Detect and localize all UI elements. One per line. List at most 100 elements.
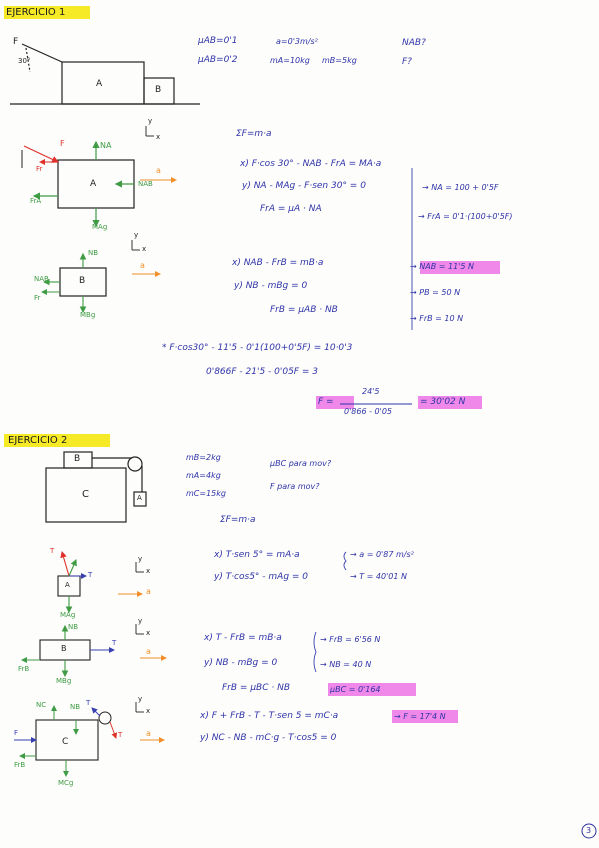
ex1-fbd-a-f: F (60, 139, 65, 148)
ex2-fbd-b-nb: NB (68, 623, 79, 631)
ex2-res-mubc: μBC = 0'164 (330, 685, 381, 694)
ex1-eq-b-fr: FrB = μAB · NB (270, 305, 338, 315)
ex1-fbd-a-fr: Fr (36, 165, 43, 173)
ex2-eq-c-y: y) NC - NB - mC·g - T·cos5 = 0 (200, 733, 337, 743)
ex1-fig-force-label: F (13, 37, 19, 47)
ex2-eq-a-x: x) T·sen 5° = mA·a (214, 550, 300, 560)
ex1-given-0: μAB=0'1 (198, 36, 238, 46)
ex1-fbd-b-accel: a (140, 261, 145, 270)
ex1-given-2: NAB? (402, 38, 426, 48)
ex2-fbd-c-block: C (62, 737, 69, 747)
highlight-f1 (316, 396, 354, 409)
ex1-eq-a-y: y) NA - MAg - F·sen 30° = 0 (242, 181, 366, 191)
ex2-fbd-b-block: B (61, 644, 67, 653)
ex2-res-f: → F = 17'4 N (394, 712, 446, 721)
ex1-newton: ΣF=m·a (236, 129, 272, 139)
ex2-block-c-label: C (82, 489, 89, 500)
ex2-fbd-c-nc: NC (36, 701, 47, 709)
ex2-given-4: F para mov? (270, 482, 320, 491)
ex2-res-t: → T = 40'01 N (350, 572, 408, 581)
ex1-fbd-b (41, 240, 161, 314)
ex2-fbd-b (21, 624, 167, 678)
ex2-fbd-a-block: A (65, 581, 70, 589)
ex2-given-1: mA=4kg (186, 471, 221, 480)
ex2-eq-a-y: y) T·cos5° - mAg = 0 (214, 572, 309, 582)
ex2-given-2: mC=15kg (186, 489, 226, 498)
ex2-fbd-a-t: T (50, 547, 55, 555)
ex1-axis-y-2: y (134, 231, 139, 239)
ex2-given-3: μBC para mov? (270, 459, 332, 468)
ex2-axis-x-3: x (146, 707, 151, 715)
ex2-given-0: mB=2kg (186, 453, 221, 462)
ex2-res-a: → a = 0'87 m/s² (350, 550, 414, 559)
ex2-eq-b-y: y) NB - mBg = 0 (204, 658, 278, 668)
ex2-fbd-c-t2: T (118, 731, 123, 739)
ex1-final-den: 0'866 - 0'05 (344, 407, 392, 416)
ex2-fbd-b-fr: FrB (18, 665, 30, 673)
ex2-fbd-c-frb: FrB (14, 761, 26, 769)
ex1-fbd-a (21, 126, 177, 228)
ex1-res-na: → NA = 100 + 0'5F (422, 183, 499, 192)
ex2-fbd-a-t2: T (88, 571, 93, 579)
ex1-axis-x-1: x (156, 133, 161, 141)
ex2-fbd-a-accel: a (146, 587, 151, 596)
highlight-f2 (392, 710, 458, 723)
title-exercise-2: EJERCICIO 2 (8, 435, 68, 446)
ex1-axis-x-2: x (142, 245, 147, 253)
ex2-eq-b-fr: FrB = μBC · NB (222, 683, 290, 693)
ex2-fbd-c-nb: NB (70, 703, 81, 711)
ex2-axis-x-2: x (146, 629, 151, 637)
ex1-fbd-b-nb: NB (88, 249, 99, 257)
ex1-fbd-a-block: A (90, 179, 97, 189)
ex2-axis-y-3: y (138, 695, 143, 703)
ex1-fbd-b-mbg: MBg (80, 311, 96, 319)
ex2-fbd-c-mcg: MCg (58, 779, 74, 787)
ex1-figure (10, 43, 200, 105)
ex1-fig-angle-label: 30° (18, 57, 31, 65)
ex2-fbd-b-t: T (112, 639, 117, 647)
ex1-solution-1: * F·cos30° - 11'5 - 0'1(100+0'5F) = 10·0… (162, 343, 353, 353)
ex2-block-b-label: B (74, 454, 81, 464)
ex2-res-nb: → NB = 40 N (320, 660, 372, 669)
ex1-given-3: μAB=0'2 (198, 55, 238, 65)
ex2-fbd-c-accel: a (146, 729, 151, 738)
page-number: 3 (586, 826, 592, 835)
title-highlight-1 (4, 6, 90, 19)
ex1-given-6: F? (402, 57, 412, 67)
ex2-fbd-b-mbg: MBg (56, 677, 72, 685)
ex1-eq-a-fr: FrA = μA · NA (260, 204, 322, 214)
ex2-axis-y-2: y (138, 617, 143, 625)
ex1-fbd-b-nab: NAB (34, 275, 49, 283)
highlight-mubc (328, 683, 416, 696)
ex2-figure (45, 451, 147, 523)
ex2-newton: ΣF=m·a (220, 515, 256, 525)
ex2-fbd-b-accel: a (146, 647, 151, 656)
ex1-given-4: mA=10kg (270, 56, 310, 65)
ex1-fbd-b-fr: Fr (34, 294, 41, 302)
ex2-block-a-label: A (137, 494, 142, 502)
ex1-block-a-label: A (96, 79, 103, 89)
ex1-given-5: mB=5kg (322, 56, 357, 65)
ex2-axis-y-1: y (138, 555, 143, 563)
highlight-nab (420, 261, 500, 274)
ex1-fbd-a-accel: a (156, 166, 161, 175)
ex2-eq-b-x: x) T - FrB = mB·a (204, 633, 282, 643)
title-highlight-2 (4, 434, 110, 447)
ex2-eq-c-x: x) F + FrB - T - T·sen 5 = mC·a (200, 711, 339, 721)
ex1-fbd-a-mag: MAg (92, 223, 108, 231)
ex1-fbd-a-na: NA (100, 141, 112, 150)
ex1-res-nab: → NAB = 11'5 N (410, 262, 474, 271)
ex1-eq-a-x: x) F·cos 30° - NAB - FrA = MA·a (240, 159, 382, 169)
ex2-fbd-c-t: T (86, 699, 91, 707)
ex1-res-frb: → FrB = 10 N (410, 314, 464, 323)
ex2-fbd-a-mag: MAg (60, 611, 76, 619)
ex2-fbd-c (14, 702, 165, 777)
ex2-res-frb: → FrB = 6'56 N (320, 635, 381, 644)
ex1-fbd-a-fra: FrA (30, 197, 42, 205)
ex1-block-b-label: B (155, 85, 162, 95)
ex1-axis-y-1: y (148, 117, 153, 125)
ex2-axis-x-1: x (146, 567, 151, 575)
